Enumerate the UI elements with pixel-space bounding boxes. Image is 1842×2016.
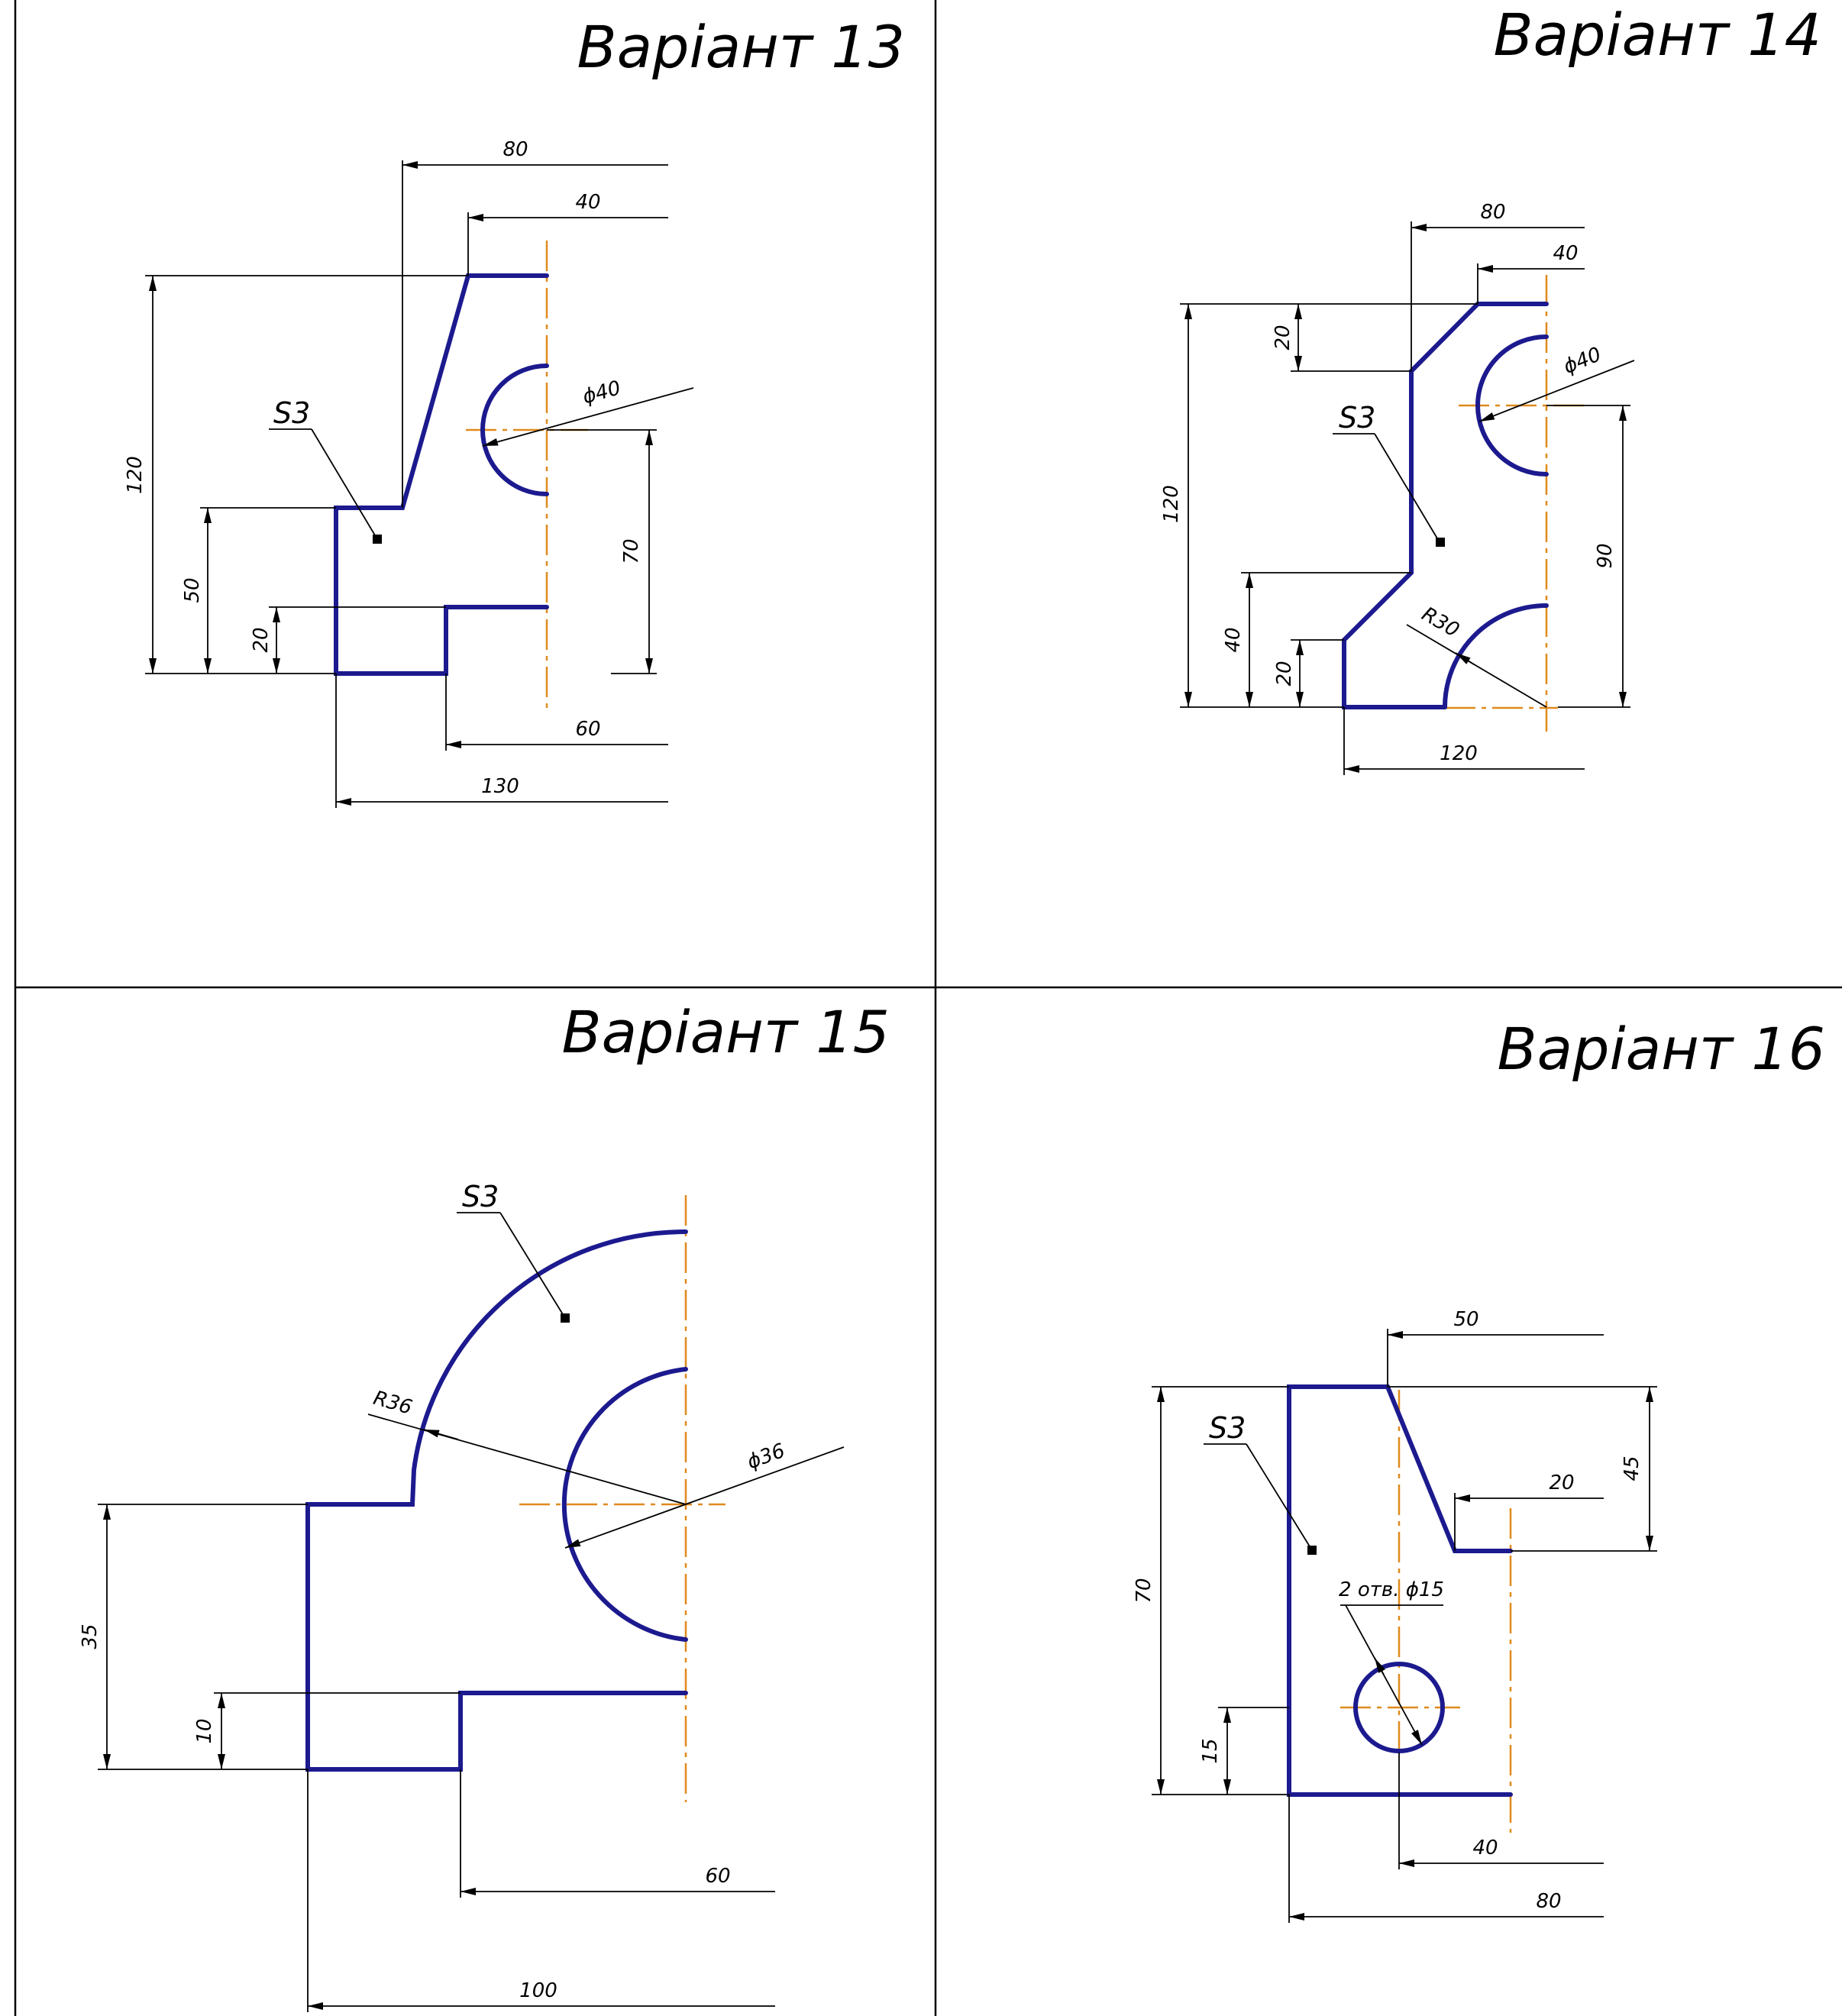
variant-16-label: S3 (1204, 1411, 1317, 1555)
dim-holes-phi15: 2 отв. ϕ15 (1339, 1578, 1444, 1601)
dim-phi36: ϕ36 (745, 1439, 788, 1474)
dim-phi40: ϕ40 (580, 376, 623, 409)
variant-15: Варіант 15 R36 ϕ36 35 10 (79, 998, 890, 2012)
dim-120: 120 (124, 456, 147, 494)
dim-40-left: 40 (1222, 627, 1245, 652)
dim-60: 60 (705, 1865, 730, 1888)
dim-50: 50 (1453, 1308, 1478, 1331)
dim-20-bottom: 20 (1273, 661, 1296, 686)
dim-80: 80 (1480, 201, 1505, 224)
dim-20: 20 (250, 627, 273, 652)
variant-14-semicircle (1475, 334, 1549, 477)
dim-r30: R30 (1417, 603, 1462, 642)
variant-14-title: Варіант 14 (1494, 1, 1821, 69)
dim-50: 50 (181, 577, 204, 603)
label-s3: S3 (462, 1180, 499, 1213)
dim-70: 70 (1133, 1578, 1155, 1603)
dim-80: 80 (503, 138, 528, 161)
variant-13-dimensions: 80 40 120 50 20 70 60 (124, 138, 694, 808)
variant-15-contour (305, 1229, 688, 1772)
variant-13-axis (466, 241, 588, 714)
dim-45: 45 (1621, 1455, 1643, 1481)
dim-40: 40 (1472, 1837, 1498, 1859)
dim-20: 20 (1549, 1472, 1574, 1494)
variant-15-title: Варіант 15 (562, 998, 890, 1066)
label-s3: S3 (273, 396, 310, 430)
dim-100: 100 (519, 1979, 557, 2002)
label-s3: S3 (1339, 401, 1375, 435)
variant-13-label: S3 (269, 396, 382, 544)
dim-40: 40 (1553, 242, 1578, 265)
dim-90: 90 (1594, 543, 1617, 568)
sheet-frame (14, 0, 1842, 2016)
dim-r36: R36 (370, 1387, 414, 1420)
variant-15-label: S3 (457, 1180, 570, 1323)
variant-13-title: Варіант 13 (577, 13, 905, 81)
variant-13: Варіант 13 80 40 120 50 (124, 13, 905, 808)
dim-40: 40 (575, 191, 600, 214)
dim-70: 70 (620, 538, 643, 564)
dim-phi40: ϕ40 (1560, 343, 1604, 379)
variant-14-label: S3 (1333, 401, 1445, 547)
label-s3: S3 (1209, 1411, 1246, 1445)
dim-60: 60 (575, 718, 600, 741)
dim-130: 130 (481, 775, 519, 798)
variant-16: Варіант 16 50 45 20 70 (1133, 1015, 1825, 1923)
variant-16-dimensions: 50 45 20 70 2 отв. ϕ15 15 (1133, 1308, 1657, 1923)
dim-120-bottom: 120 (1440, 742, 1478, 765)
variant-16-axis (1340, 1390, 1512, 1833)
variant-15-axis (519, 1195, 725, 1802)
variant-14: Варіант 14 80 40 20 120 (1160, 1, 1821, 775)
variant-15-semicircle (561, 1367, 688, 1642)
dim-20-top: 20 (1272, 325, 1294, 350)
dim-10: 10 (193, 1718, 216, 1743)
dim-35: 35 (79, 1623, 102, 1649)
variant-14-quarter-arc (1443, 603, 1549, 709)
variant-16-contour (1287, 1384, 1513, 1797)
variant-13-semicircle (480, 363, 549, 496)
variant-16-hole (1353, 1662, 1445, 1753)
variant-13-contour (334, 273, 549, 676)
dim-80: 80 (1536, 1890, 1561, 1913)
variant-16-title: Варіант 16 (1498, 1015, 1825, 1083)
variant-14-dimensions: 80 40 20 120 40 20 90 (1160, 201, 1635, 775)
dim-120-vertical: 120 (1160, 485, 1183, 523)
dim-15: 15 (1199, 1738, 1222, 1763)
